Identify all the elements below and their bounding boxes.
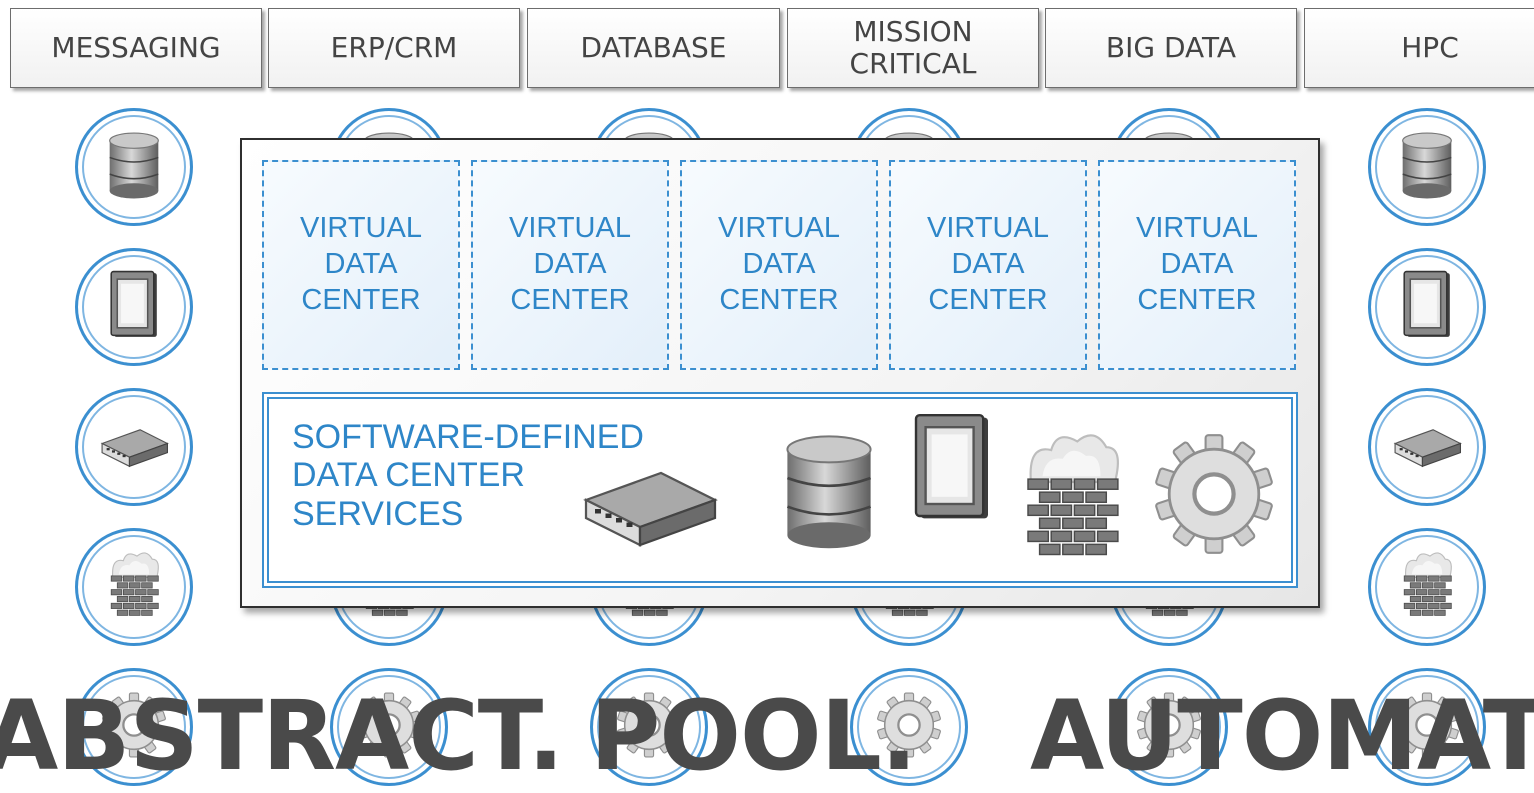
workload-messaging: MESSAGING [10, 8, 262, 88]
gear-icon [96, 687, 172, 767]
resource-circle [75, 528, 193, 646]
database-icon [96, 127, 172, 207]
service-cpu-chip-icon [892, 408, 1012, 532]
service-network-switch-icon [574, 428, 724, 582]
tagline-abstract: ABSTRACT. [0, 680, 564, 792]
resource-circle [1110, 668, 1228, 786]
resource-circle [1368, 388, 1486, 506]
resource-circle [75, 388, 193, 506]
resource-circle [1368, 668, 1486, 786]
service-gear-icon [1144, 424, 1284, 568]
database-icon [1389, 127, 1465, 207]
service-firewall-icon [999, 424, 1144, 573]
resource-circle [1368, 108, 1486, 226]
workload-database: DATABASE [527, 8, 780, 88]
sddc-services-box: SOFTWARE-DEFINED DATA CENTER SERVICES [262, 392, 1298, 588]
gear-icon [1131, 687, 1207, 767]
resource-circle [75, 248, 193, 366]
firewall-icon [96, 547, 172, 627]
resource-circle [1368, 528, 1486, 646]
service-database-icon [764, 426, 894, 560]
virtual-data-center: VIRTUAL DATA CENTER [889, 160, 1087, 370]
tagline-automate: AUTOMATE. [1030, 680, 1534, 792]
resource-circle [590, 668, 708, 786]
network-switch-icon [1389, 407, 1465, 487]
cpu-chip-icon [96, 267, 172, 347]
sddc-panel: VIRTUAL DATA CENTER VIRTUAL DATA CENTER … [240, 138, 1320, 608]
resource-circle [75, 668, 193, 786]
virtual-data-center: VIRTUAL DATA CENTER [680, 160, 878, 370]
workload-mission-critical: MISSION CRITICAL [787, 8, 1039, 88]
resource-circle [330, 668, 448, 786]
gear-icon [611, 687, 687, 767]
virtual-data-center: VIRTUAL DATA CENTER [262, 160, 460, 370]
workload-big-data: BIG DATA [1045, 8, 1297, 88]
gear-icon [1389, 687, 1465, 767]
tagline-pool: POOL. [590, 680, 917, 792]
virtual-data-center: VIRTUAL DATA CENTER [471, 160, 669, 370]
resource-circle [1368, 248, 1486, 366]
resource-circle [850, 668, 968, 786]
workload-erp-crm: ERP/CRM [268, 8, 520, 88]
virtual-data-center: VIRTUAL DATA CENTER [1098, 160, 1296, 370]
network-switch-icon [96, 407, 172, 487]
firewall-icon [1389, 547, 1465, 627]
gear-icon [351, 687, 427, 767]
resource-circle [75, 108, 193, 226]
tagline: ABSTRACT. POOL. AUTOMATE. [0, 680, 1534, 793]
workload-hpc: HPC [1304, 8, 1534, 88]
cpu-chip-icon [1389, 267, 1465, 347]
sddc-services-label: SOFTWARE-DEFINED DATA CENTER SERVICES [292, 418, 644, 533]
gear-icon [871, 687, 947, 767]
